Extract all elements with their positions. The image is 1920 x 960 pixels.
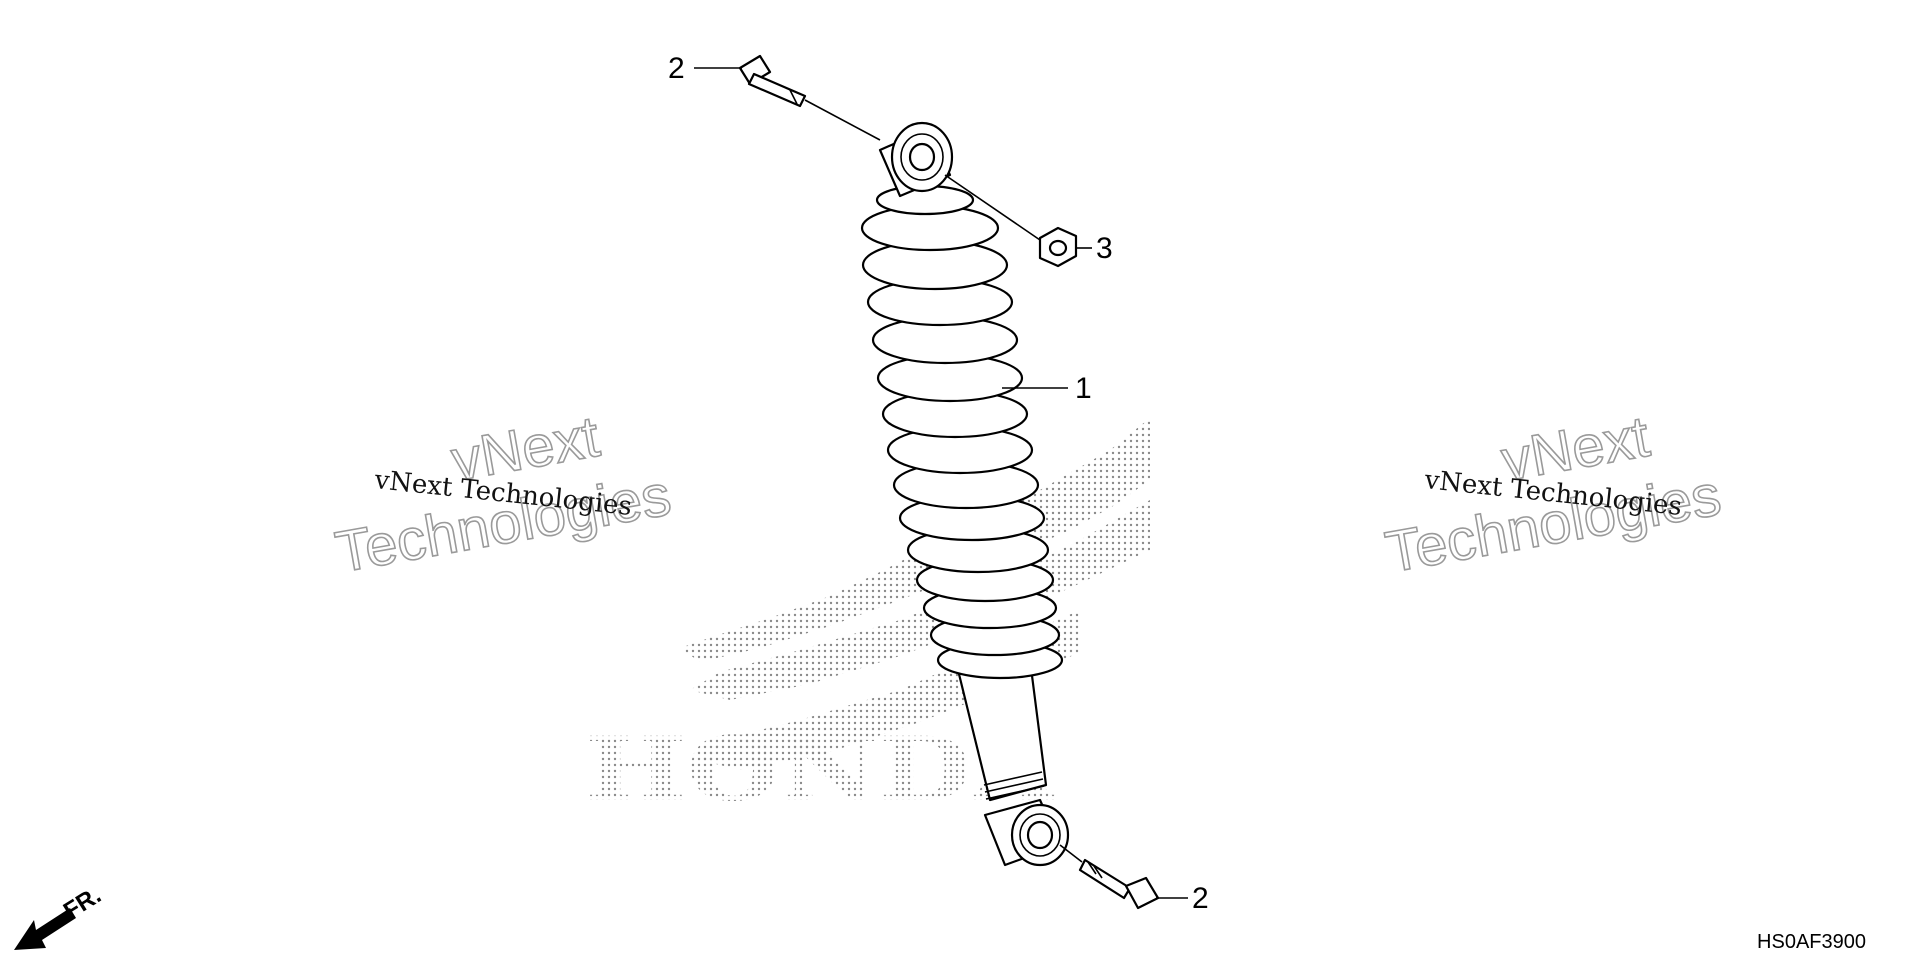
callout-number: 1 [1075, 372, 1092, 405]
callout-number: 2 [668, 52, 685, 85]
coil-spring [860, 184, 1064, 680]
callout-3: 3 [1076, 232, 1113, 265]
flange-nut [944, 174, 1078, 268]
callout-2-lower: 2 [1156, 882, 1209, 915]
upper-bolt [738, 54, 881, 141]
callout-number: 2 [1192, 882, 1209, 915]
shock-absorber [860, 121, 1070, 867]
lower-bolt [1059, 844, 1160, 910]
upper-eye [878, 121, 954, 198]
callout-number: 3 [1096, 232, 1113, 265]
callout-1: 1 [1002, 372, 1092, 405]
watermark-right: vNext Technologies [1380, 403, 1726, 586]
honda-logo-watermark: HONDA [585, 418, 1150, 821]
diagram-code: HS0AF3900 [1757, 931, 1866, 953]
callout-2-upper: 2 [668, 52, 742, 85]
front-direction-indicator: FR. [14, 882, 106, 950]
damper-ribs [983, 771, 1045, 800]
lower-eye [983, 798, 1070, 867]
front-arrow-icon [14, 908, 76, 950]
